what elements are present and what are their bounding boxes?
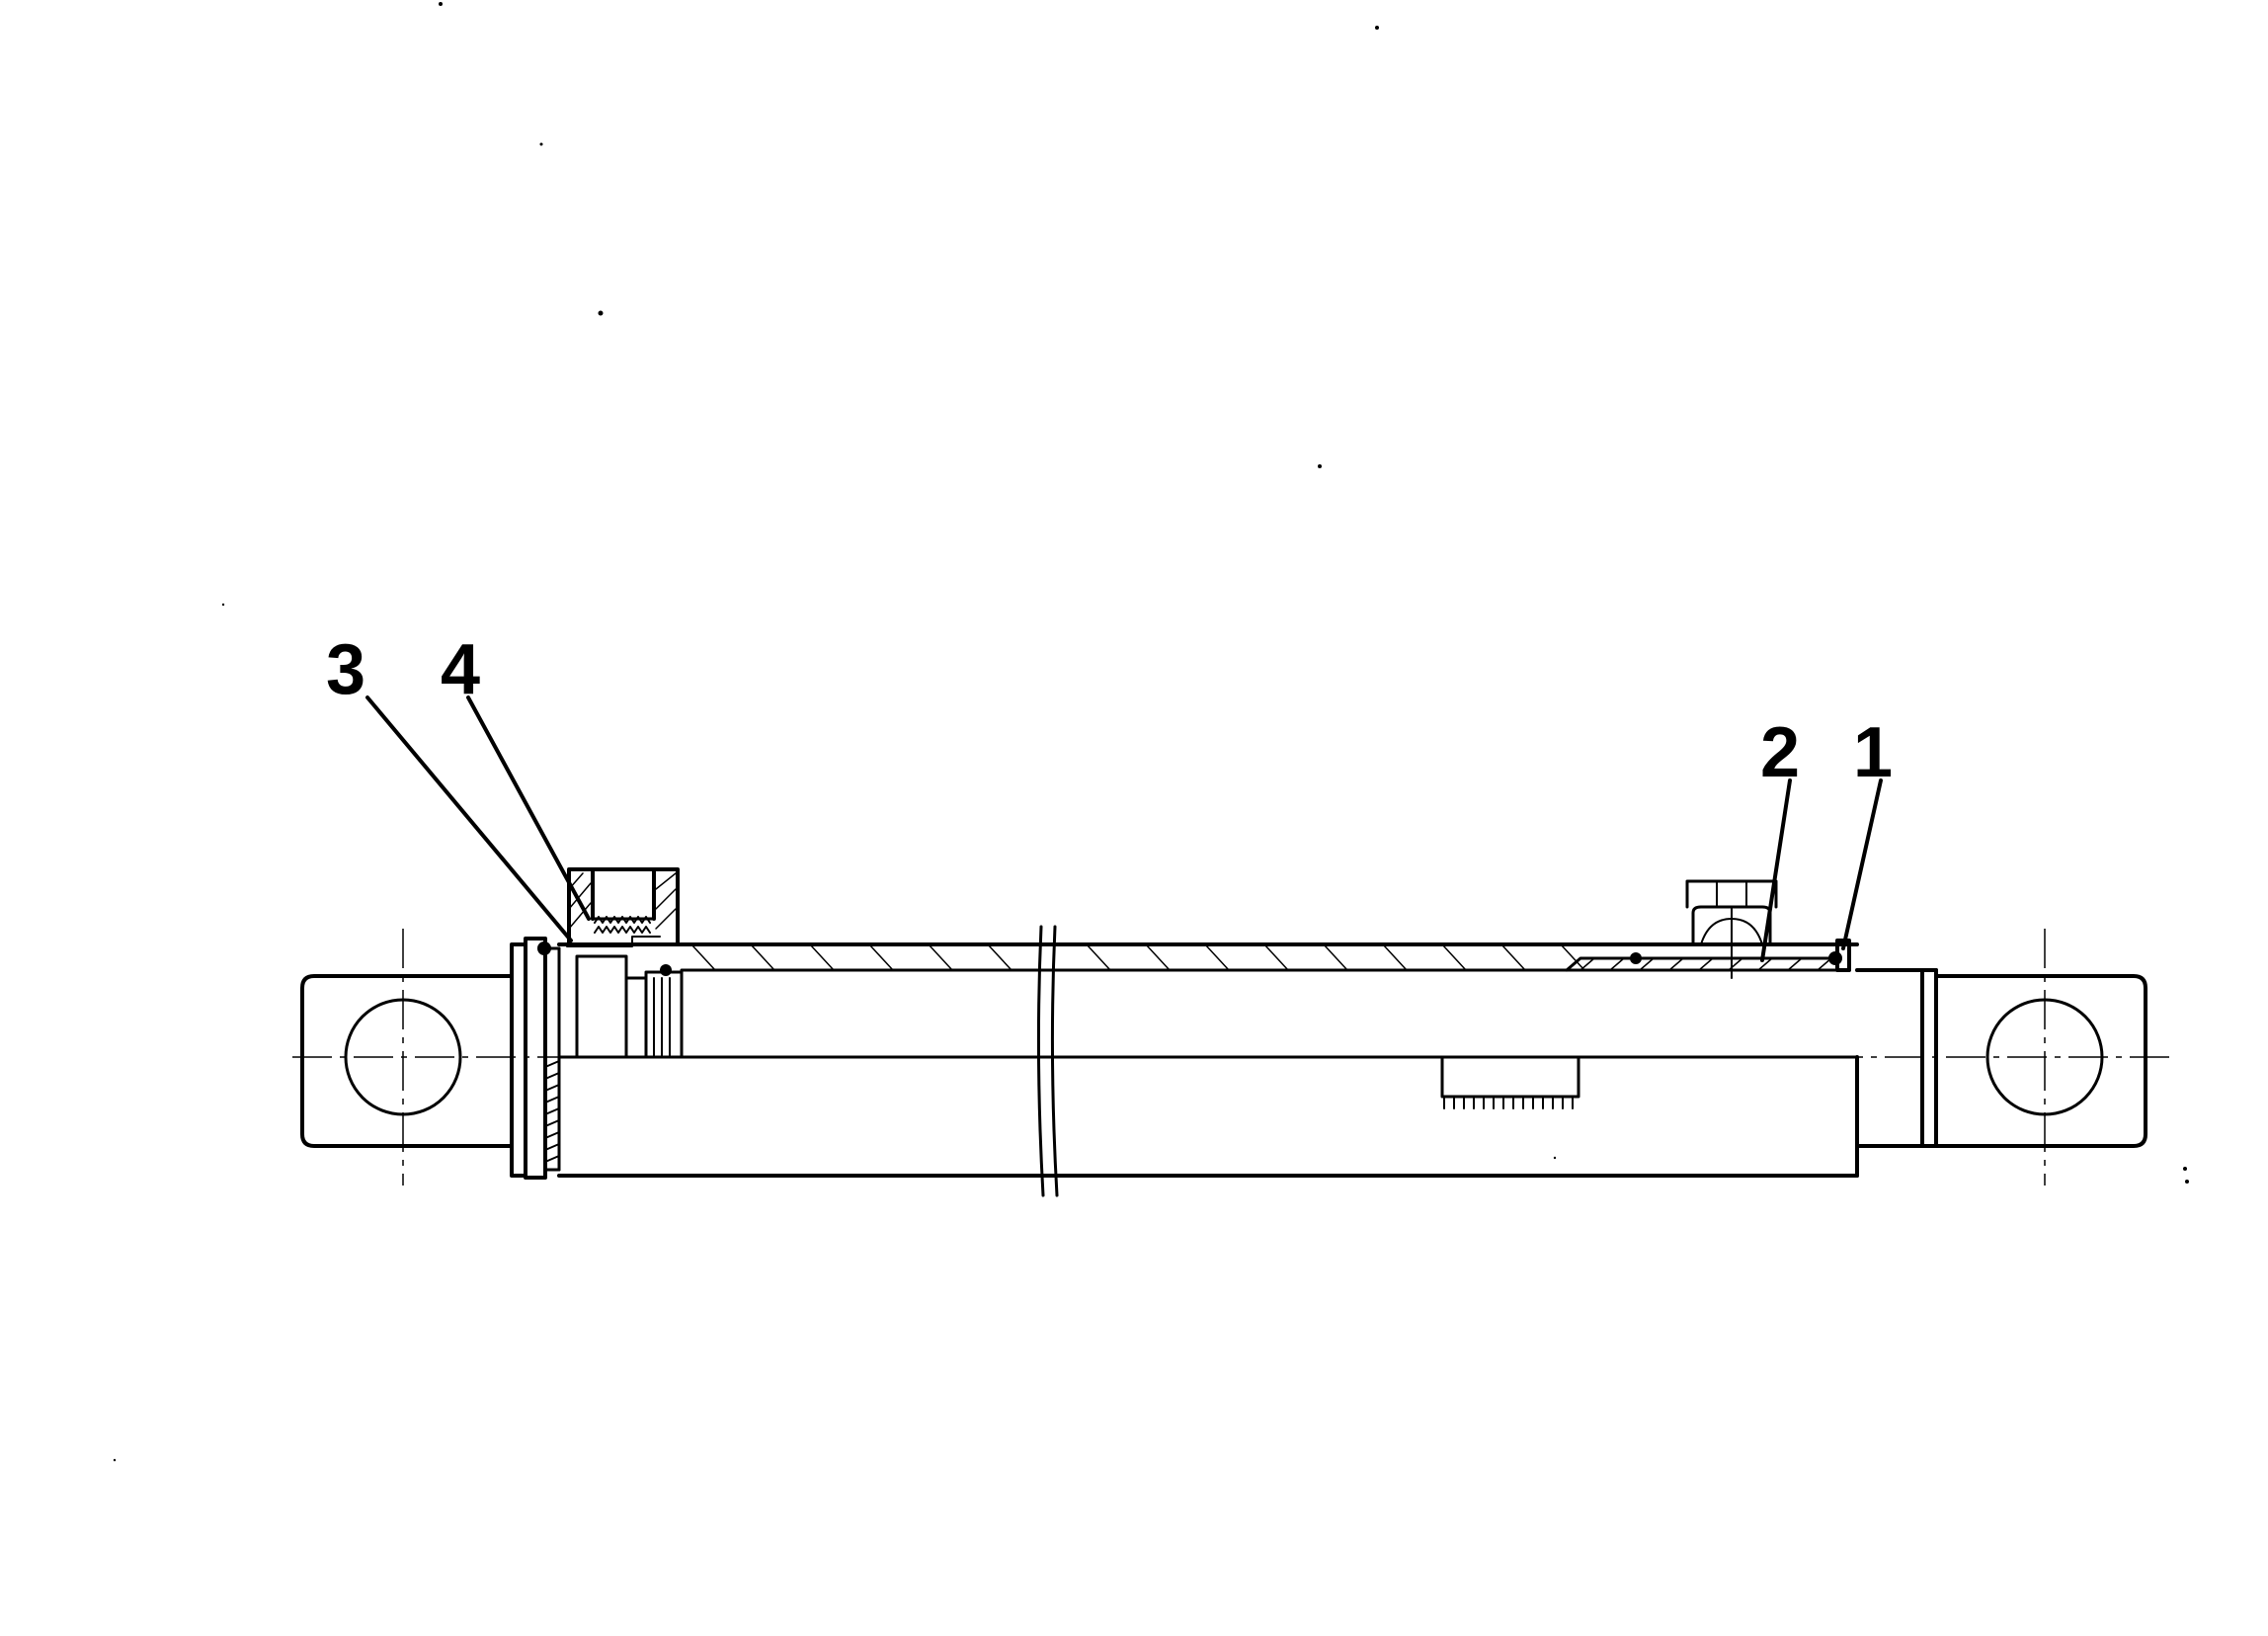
callout-2: 2 — [1760, 713, 1800, 792]
callout-1: 1 — [1853, 713, 1893, 792]
leader-lines — [365, 695, 1883, 962]
break-lines — [1036, 925, 1059, 1197]
piston-rod — [1855, 968, 1938, 1148]
right-clevis-eye — [1934, 974, 2147, 1148]
left-clevis-eye — [300, 974, 514, 1148]
serrated-block — [1440, 1055, 1580, 1109]
front-port-fitting — [1685, 879, 1778, 979]
callout-3: 3 — [326, 630, 365, 709]
rear-port-fitting — [567, 867, 680, 946]
rear-end-cap — [510, 937, 561, 1180]
scan-specks — [113, 2, 2189, 1462]
front-gland — [1565, 939, 1859, 972]
callout-4: 4 — [441, 630, 480, 709]
piston — [566, 936, 684, 1059]
cylinder-barrel — [557, 942, 1859, 1178]
